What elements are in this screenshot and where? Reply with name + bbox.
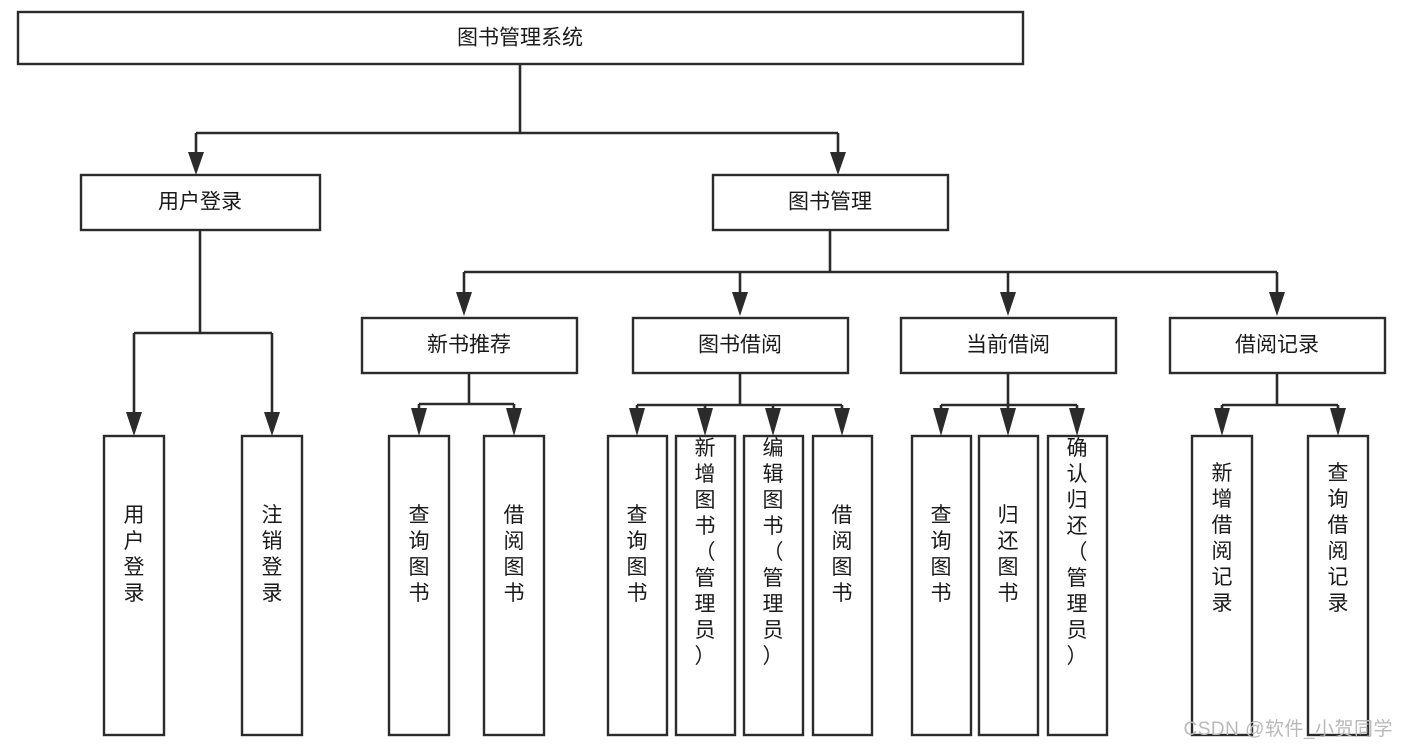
node-new-book-rec[interactable]: 新书推荐 [360, 316, 579, 375]
node-leaf-return-book-label: 归还图书 [998, 504, 1019, 605]
node-borrow-record[interactable]: 借阅记录 [1168, 316, 1387, 375]
node-leaf-user-login[interactable]: 用户登录 [102, 434, 166, 737]
node-leaf-edit-book[interactable]: 编辑图书（管理员） [742, 434, 805, 737]
node-leaf-query-book-3-label: 查询图书 [931, 504, 952, 605]
node-leaf-confirm-return[interactable]: 确认归还（管理员） [1046, 434, 1109, 737]
node-book-manage-label: 图书管理 [788, 191, 872, 214]
node-borrow-record-label: 借阅记录 [1235, 334, 1319, 357]
edge-current-borrow-to-leaves [933, 373, 1085, 436]
node-current-borrow-label: 当前借阅 [966, 334, 1050, 357]
edge-root-to-level2 [188, 64, 846, 175]
node-leaf-query-book-2[interactable]: 查询图书 [606, 434, 669, 737]
node-book-borrow-label: 图书借阅 [698, 334, 782, 357]
node-book-manage[interactable]: 图书管理 [711, 173, 950, 232]
node-leaf-query-book-1[interactable]: 查询图书 [387, 434, 451, 737]
node-leaf-return-book[interactable]: 归还图书 [977, 434, 1040, 737]
node-user-login[interactable]: 用户登录 [79, 173, 322, 232]
node-leaf-logout[interactable]: 注销登录 [240, 434, 304, 737]
node-leaf-borrow-book-2[interactable]: 借阅图书 [811, 434, 874, 737]
node-leaf-query-record-label: 查询借阅记录 [1328, 462, 1349, 615]
node-root[interactable]: 图书管理系统 [16, 10, 1025, 66]
node-leaf-borrow-book-2-label: 借阅图书 [832, 504, 853, 605]
node-leaf-query-book-2-label: 查询图书 [627, 504, 648, 605]
node-leaf-edit-book-label: 编辑图书（管理员） [763, 437, 784, 668]
node-current-borrow[interactable]: 当前借阅 [899, 316, 1118, 375]
node-leaf-add-book[interactable]: 新增图书（管理员） [674, 434, 737, 737]
csdn-watermark: CSDN @软件_小贺同学 [1183, 719, 1393, 740]
edge-book-manage-to-level3 [456, 230, 1285, 316]
edge-book-borrow-to-leaves [629, 373, 850, 436]
node-book-borrow[interactable]: 图书借阅 [631, 316, 850, 375]
node-leaf-query-book-1-label: 查询图书 [409, 504, 430, 605]
node-leaf-user-login-label: 用户登录 [124, 504, 145, 605]
edge-user-login-to-leaves [126, 230, 280, 436]
node-leaf-borrow-book-1-label: 借阅图书 [504, 504, 525, 605]
node-leaf-logout-label: 注销登录 [262, 504, 283, 605]
edge-new-book-rec-to-leaves [411, 373, 522, 436]
node-leaf-query-record[interactable]: 查询借阅记录 [1306, 434, 1370, 737]
node-user-login-label: 用户登录 [158, 191, 242, 214]
node-leaf-confirm-return-label: 确认归还（管理员） [1067, 437, 1088, 668]
node-leaf-add-record[interactable]: 新增借阅记录 [1190, 434, 1254, 737]
node-new-book-rec-label: 新书推荐 [427, 334, 511, 357]
node-leaf-add-book-label: 新增图书（管理员） [695, 437, 716, 668]
node-leaf-query-book-3[interactable]: 查询图书 [910, 434, 973, 737]
node-root-label: 图书管理系统 [457, 27, 583, 50]
edge-borrow-record-to-leaves [1214, 373, 1346, 436]
node-leaf-add-record-label: 新增借阅记录 [1212, 462, 1233, 615]
node-leaf-borrow-book-1[interactable]: 借阅图书 [482, 434, 546, 737]
